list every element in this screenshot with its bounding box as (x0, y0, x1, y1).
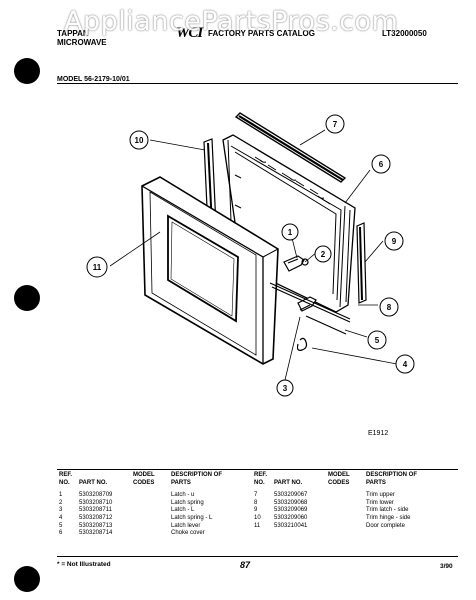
choke-cover-frame (222, 134, 356, 313)
col-part: PART NO. (274, 479, 303, 486)
trim-latch-side-part (356, 222, 367, 304)
col-model: MODEL CODES (133, 472, 155, 486)
brand-line-2: MICROWAVE (57, 38, 107, 47)
callout-8: 8 (387, 303, 392, 312)
callout-6: 6 (379, 160, 384, 169)
wci-logo: WCI (176, 25, 203, 41)
callout-leaders (109, 129, 398, 381)
header-rule (57, 83, 458, 84)
footnote: * = Not Illustrated (57, 561, 111, 568)
catalog-title: FACTORY PARTS CATALOG (208, 29, 315, 38)
binder-hole-top (14, 58, 40, 84)
col-ref: REF. NO. (59, 472, 73, 486)
latch-parts (269, 255, 351, 351)
callout-circles (86, 114, 415, 397)
parts-table-right: REF. NO. PART NO. MODEL CODES DESCRIPTIO… (252, 472, 428, 530)
callout-3: 3 (283, 384, 288, 393)
footer-rule (57, 556, 458, 557)
callout-2: 2 (321, 250, 326, 259)
page-number: 87 (240, 560, 251, 570)
figure-code: E1912 (368, 430, 389, 437)
col-desc: DESCRIPTION OF PARTS (366, 472, 418, 486)
table-top-rule (57, 469, 458, 470)
callout-11: 11 (93, 263, 102, 272)
binder-hole-middle (14, 285, 40, 311)
brand-block: TAPPAN MICROWAVE (57, 29, 107, 47)
col-ref: REF. NO. (254, 472, 268, 486)
table-header-row: REF. NO. PART NO. MODEL CODES DESCRIPTIO… (252, 472, 428, 487)
callout-7: 7 (333, 120, 338, 129)
trim-upper-part (234, 112, 347, 183)
brand-line-1: TAPPAN (57, 29, 89, 38)
callout-1: 1 (288, 228, 293, 237)
revision-date: 3/90 (440, 563, 453, 570)
col-part: PART NO. (79, 479, 108, 486)
callout-4: 4 (403, 360, 408, 369)
catalog-number: LT32000050 (382, 29, 427, 38)
callout-5: 5 (375, 336, 380, 345)
col-desc: DESCRIPTION OF PARTS (171, 472, 223, 486)
callout-9: 9 (392, 237, 397, 246)
table-header-row: REF. NO. PART NO. MODEL CODES DESCRIPTIO… (57, 472, 233, 487)
watermark: AppliancePartsPros.com (64, 6, 399, 37)
binder-hole-bottom (14, 566, 40, 592)
col-model: MODEL CODES (328, 472, 350, 486)
parts-table-left: REF. NO. PART NO. MODEL CODES DESCRIPTIO… (57, 472, 233, 538)
model-line: MODEL 56-2179-10/01 (57, 76, 130, 83)
callout-10: 10 (135, 136, 144, 145)
door-complete-part (141, 176, 279, 365)
